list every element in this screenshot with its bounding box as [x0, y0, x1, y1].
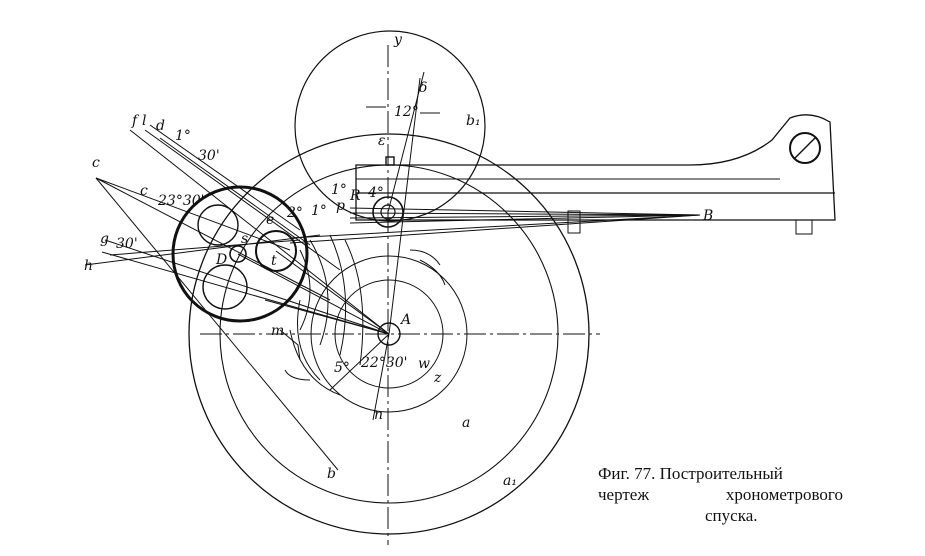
label-s: s	[241, 231, 248, 247]
caption-line-2-left: чертеж	[598, 485, 650, 504]
label-angle-1c: 1°	[331, 182, 347, 198]
caption-line-2: чертеж хронометрового	[598, 484, 843, 505]
caption-line-2-right: хронометрового	[725, 485, 843, 504]
figure-caption: Фиг. 77. Построительный чертеж хронометр…	[598, 463, 843, 526]
labels: y b₁ 12° δ ε f l d 1° 30' c c 23°30' 2° …	[84, 32, 713, 489]
label-n: n	[374, 407, 383, 423]
label-c2: c	[140, 183, 148, 199]
label-R: R	[349, 188, 361, 204]
label-angle-2: 2°	[286, 205, 303, 221]
label-B: B	[702, 208, 713, 224]
detent-arm	[355, 114, 836, 221]
label-A: A	[399, 312, 411, 328]
label-b1: b₁	[466, 113, 481, 129]
label-l: l	[142, 113, 146, 129]
label-angle-30b: 30'	[116, 236, 138, 252]
label-d: d	[156, 118, 165, 134]
label-angle-2330: 23°30'	[157, 193, 204, 209]
label-delta: δ	[419, 80, 427, 96]
label-angle-1b: 1°	[311, 203, 327, 219]
label-m: m	[271, 323, 284, 339]
circle-a1	[188, 133, 590, 535]
label-D: D	[215, 252, 227, 268]
circle-z	[310, 255, 468, 413]
caption-line-1: Фиг. 77. Построительный	[598, 464, 783, 483]
label-angle-4: 4°	[367, 185, 384, 201]
label-a1: a₁	[503, 473, 517, 489]
caption-line-3: спуска.	[705, 506, 758, 525]
label-h: h	[84, 258, 93, 274]
roller-t	[255, 230, 297, 272]
label-z: z	[433, 370, 442, 386]
label-angle-1a: 1°	[175, 128, 191, 144]
construction-lines	[84, 30, 836, 545]
label-t: t	[271, 253, 277, 269]
pivot-hole	[789, 132, 821, 164]
label-angle-12: 12°	[394, 104, 419, 120]
roller-D	[229, 245, 247, 263]
label-angle-2230: 22°30'	[360, 355, 407, 371]
label-y: y	[393, 32, 403, 48]
roller-upper	[197, 204, 239, 246]
label-w: w	[418, 356, 430, 372]
label-f: f	[131, 113, 140, 129]
label-p: p	[336, 198, 345, 214]
circle-w	[334, 279, 444, 389]
label-a: a	[462, 415, 470, 431]
hub-A	[377, 322, 401, 346]
circle-b1	[294, 30, 486, 222]
label-b: b	[327, 466, 336, 482]
label-e: e	[266, 212, 274, 228]
label-epsilon: ε	[378, 133, 386, 149]
label-g: g	[100, 231, 109, 247]
label-c1: c	[92, 155, 100, 171]
label-angle-5: 5°	[334, 360, 350, 376]
label-angle-30a: 30'	[198, 148, 220, 164]
